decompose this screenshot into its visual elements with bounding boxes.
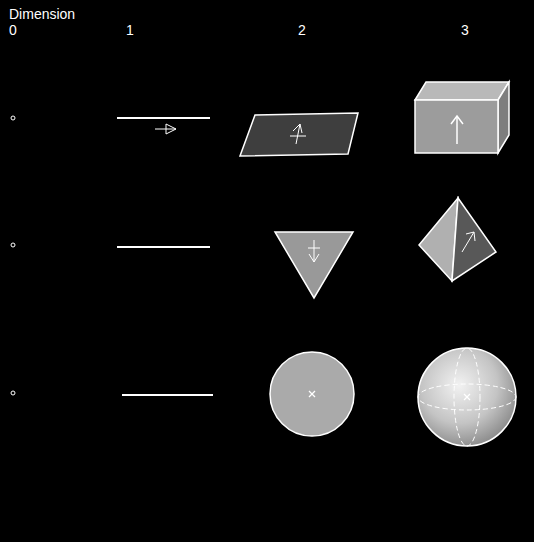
title: Dimension [9, 6, 75, 22]
normal-arrow [462, 232, 475, 252]
center-mark [464, 394, 470, 400]
segment [117, 117, 210, 119]
box-front [415, 100, 498, 153]
point [11, 391, 15, 395]
dimension-number: 1 [126, 22, 134, 38]
dimension-number: 2 [298, 22, 306, 38]
center-mark [309, 391, 315, 397]
meridian [454, 348, 480, 446]
disc [270, 352, 354, 436]
normal-arrow [290, 124, 306, 144]
point [11, 243, 15, 247]
tetrahedron-face-right [452, 198, 496, 281]
segment [122, 394, 213, 396]
direction-arrow [155, 124, 176, 134]
dimension-number: 0 [9, 22, 17, 38]
equator [418, 384, 516, 410]
up-arrow [451, 116, 463, 144]
triangle [275, 232, 353, 298]
point [11, 116, 15, 120]
box-top [415, 82, 509, 100]
normal-arrow [308, 240, 320, 262]
box-side [498, 82, 509, 153]
sphere [418, 348, 516, 446]
dimension-number: 3 [461, 22, 469, 38]
segment [117, 246, 210, 248]
parallelogram [240, 113, 358, 156]
